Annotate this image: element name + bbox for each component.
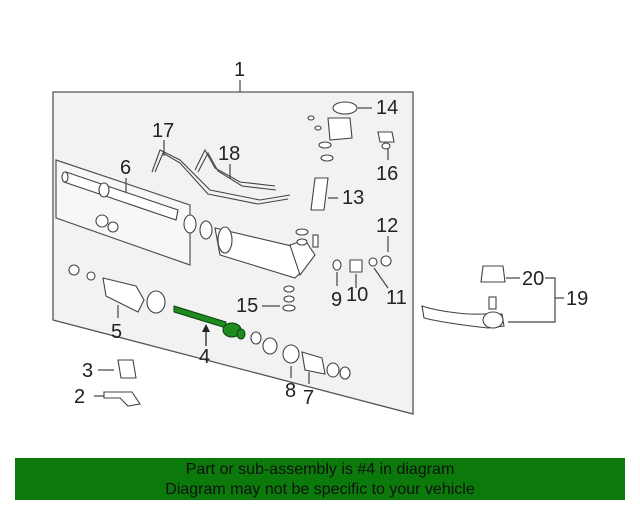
callout-3: 3 bbox=[82, 360, 93, 382]
callout-7: 7 bbox=[303, 387, 314, 409]
valve-tower bbox=[295, 101, 358, 248]
callout-4: 4 bbox=[199, 346, 210, 368]
info-banner: Part or sub-assembly is #4 in diagram Di… bbox=[15, 458, 625, 500]
callout-16: 16 bbox=[376, 163, 398, 185]
callout-17: 17 bbox=[152, 120, 174, 142]
parts-9-12 bbox=[332, 255, 392, 273]
part-4-tie-rod bbox=[173, 305, 246, 340]
part-6-tube bbox=[61, 171, 179, 233]
callout-11: 11 bbox=[386, 287, 407, 309]
pipes-17-18 bbox=[151, 148, 291, 205]
banner-line-2: Diagram may not be specific to your vehi… bbox=[165, 481, 475, 498]
callout-5: 5 bbox=[111, 321, 122, 343]
callout-6: 6 bbox=[120, 157, 131, 179]
tie-rod-end bbox=[421, 265, 506, 329]
callout-10: 10 bbox=[346, 284, 368, 306]
seals bbox=[183, 214, 213, 240]
callout-13: 13 bbox=[342, 187, 364, 209]
callout-15: 15 bbox=[236, 295, 258, 317]
callout-8: 8 bbox=[285, 380, 296, 402]
parts-2-3 bbox=[103, 359, 141, 407]
callout-20: 20 bbox=[522, 268, 544, 290]
parts-diagram: 1 6 17 18 bbox=[52, 59, 588, 415]
rack-housing bbox=[214, 226, 316, 279]
callout-18: 18 bbox=[218, 143, 240, 165]
callout-14: 14 bbox=[376, 97, 398, 119]
callout-19: 19 bbox=[566, 288, 588, 310]
callout-2: 2 bbox=[74, 386, 85, 408]
banner-line-1: Part or sub-assembly is #4 in diagram bbox=[185, 461, 455, 478]
callout-1: 1 bbox=[234, 59, 245, 81]
part-16 bbox=[377, 131, 395, 150]
part-15 bbox=[282, 285, 296, 312]
callout-12: 12 bbox=[376, 215, 398, 237]
callout-9: 9 bbox=[331, 289, 342, 311]
part-5-boot bbox=[68, 264, 166, 314]
parts-7-8 bbox=[250, 331, 351, 380]
